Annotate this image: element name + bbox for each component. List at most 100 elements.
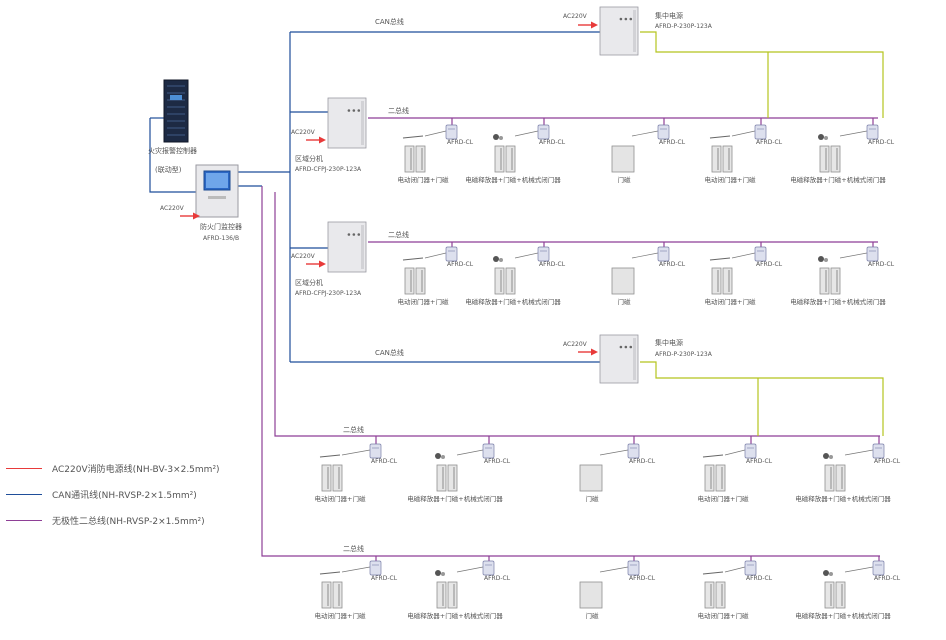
- module-label: AFRD-CL: [484, 575, 511, 582]
- cabinet-indicator: [629, 345, 633, 349]
- row-4-door-closer: [319, 571, 343, 609]
- legend-item-can: CAN通讯线(NH-RVSP-2×1.5mm²): [6, 481, 306, 507]
- cabinet-indicator: [352, 109, 356, 112]
- cabinet-indicator: [347, 233, 351, 236]
- door-frame: [453, 584, 455, 606]
- door-frame: [825, 270, 827, 292]
- module-body: [754, 124, 767, 140]
- fire-alarm-controller: [163, 79, 189, 143]
- module-label: AFRD-CL: [756, 261, 783, 268]
- module-body: [872, 560, 885, 576]
- module-icon: [369, 560, 382, 576]
- module-link: [514, 252, 539, 259]
- row-3-door-closer: [702, 454, 726, 492]
- door-leaf: [824, 464, 835, 492]
- controller-model: AFRD-136/B: [203, 235, 239, 242]
- module-icon: [627, 560, 640, 576]
- door-leaf: [332, 464, 343, 492]
- cabinet-body: [599, 6, 639, 56]
- release-magnet-icon: [818, 134, 824, 140]
- module-icon: [657, 124, 670, 140]
- module-body: [744, 443, 757, 459]
- zone-panel-1-label: 区域分机: [295, 154, 323, 163]
- module-body: [537, 124, 550, 140]
- two-wire-bus-4: [261, 186, 880, 557]
- release-plate-icon: [829, 455, 833, 459]
- door-frame: [410, 148, 412, 170]
- row-1-caption: 电动闭门器+门磁: [398, 175, 449, 184]
- door-frame: [710, 584, 712, 606]
- two-wire-bus-3: [274, 192, 880, 437]
- module-body: [866, 246, 879, 262]
- zone-panel-2: [327, 221, 367, 273]
- door-frame: [511, 148, 513, 170]
- row-3-caption: 电动闭门器+门磁: [315, 494, 366, 503]
- legend-item-bus: 无极性二总线(NH-RVSP-2×1.5mm²): [6, 507, 306, 533]
- door-leaf: [404, 145, 415, 173]
- door-frame: [728, 148, 730, 170]
- row-3-door-release: [823, 453, 846, 492]
- module-icon: [744, 560, 757, 576]
- door-leaf: [830, 145, 841, 173]
- module-link: [514, 130, 539, 137]
- cabinet-indicator: [624, 17, 628, 21]
- power-arrow-head: [193, 212, 200, 220]
- cabinet-indicator: [347, 109, 351, 112]
- zone-panel-2-model: AFRD-CFPJ-230P-123A: [295, 290, 362, 297]
- door-monitor-controller: [195, 164, 239, 218]
- door-frame: [421, 148, 423, 170]
- module-body: [369, 560, 382, 576]
- module-label: AFRD-CL: [539, 139, 566, 146]
- door-leaf: [436, 464, 447, 492]
- module-label: AFRD-CL: [539, 261, 566, 268]
- row-3-door-release: [435, 453, 458, 492]
- power-arrow-controller: [180, 212, 200, 220]
- door-frame: [825, 148, 827, 170]
- can-to-server: [149, 118, 196, 193]
- closer-arm: [319, 571, 341, 575]
- power-top-model: AFRD-P-230P-123A: [655, 23, 713, 30]
- module-label: AFRD-CL: [629, 575, 656, 582]
- can-bus-label: CAN总线: [375, 348, 404, 357]
- door-frame: [500, 270, 502, 292]
- door-leaf: [447, 464, 458, 492]
- door-leaf: [704, 464, 715, 492]
- row-2-door-release: [818, 256, 841, 295]
- row-4-caption: 门磁: [586, 611, 600, 620]
- row-2-door-release: [493, 256, 516, 295]
- module-link: [731, 130, 756, 137]
- module-label: AFRD-CL: [371, 575, 398, 582]
- power-arrow-panel-2: [306, 260, 326, 268]
- module-label: AFRD-CL: [659, 139, 686, 146]
- cabinet-body: [327, 97, 367, 149]
- labels-layer: AFRD-CL 电动闭门器+门磁 AFRD-CL 电磁释放器+门磁+机械式闭门器 AFR…: [148, 11, 901, 620]
- row-1-caption: 门磁: [618, 175, 632, 184]
- row-3-caption: 门磁: [586, 494, 600, 503]
- release-magnet-icon: [435, 453, 441, 459]
- door-single: [611, 145, 635, 173]
- door-leaf: [835, 581, 846, 609]
- door-frame: [327, 584, 329, 606]
- door-frame: [830, 467, 832, 489]
- row-1-door-closer: [402, 135, 426, 173]
- row-2-door-closer: [709, 257, 733, 295]
- cabinet-side: [361, 101, 364, 145]
- two-wire-label: 二总线: [343, 425, 364, 434]
- door-leaf: [404, 267, 415, 295]
- row-3-door-contact: [579, 464, 603, 492]
- door-frame: [442, 467, 444, 489]
- module-link: [599, 566, 629, 573]
- cabinet-indicator: [357, 109, 361, 112]
- door-frame: [442, 584, 444, 606]
- row-3-caption: 电磁释放器+门磁+机械式闭门器: [407, 494, 503, 503]
- module-label: AFRD-CL: [659, 261, 686, 268]
- controller-screen-glare: [206, 173, 228, 188]
- row-1-caption: 电动闭门器+门磁: [705, 175, 756, 184]
- server-display: [170, 95, 182, 100]
- legend-swatch-bus: [6, 519, 42, 521]
- release-plate-icon: [441, 572, 445, 576]
- two-wire-label: 二总线: [388, 230, 409, 239]
- module-link: [731, 252, 756, 259]
- power-label-panel-2: AC220V: [291, 253, 316, 260]
- module-link: [724, 566, 746, 573]
